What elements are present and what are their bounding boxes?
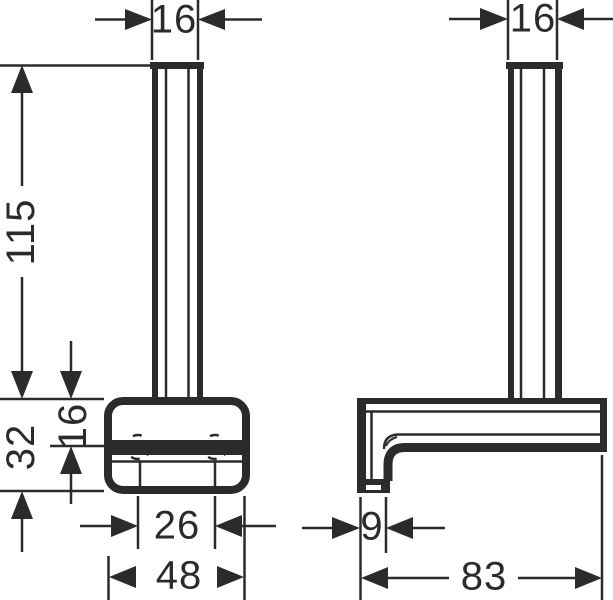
dim-label-front-hole-spacing: 26 xyxy=(153,503,201,548)
dim-label-side-total-depth: 83 xyxy=(460,554,508,599)
dim-label-front-rod-length: 115 xyxy=(0,198,43,266)
dim-label-side-rod-width: 16 xyxy=(509,0,557,41)
front-view-body xyxy=(104,397,250,494)
front-view-rod xyxy=(150,62,204,397)
dim-label-front-body-upper-height: 16 xyxy=(51,402,95,450)
side-view-rod xyxy=(506,62,563,398)
dim-label-front-body-width: 48 xyxy=(155,553,203,598)
front-view-dimensions xyxy=(0,0,276,600)
side-view-dimensions xyxy=(302,0,613,600)
side-view-body xyxy=(357,398,607,493)
dim-label-side-plate-depth: 9 xyxy=(360,504,384,549)
dim-label-front-rod-width: 16 xyxy=(150,0,198,42)
dim-label-front-body-height: 32 xyxy=(0,423,43,471)
